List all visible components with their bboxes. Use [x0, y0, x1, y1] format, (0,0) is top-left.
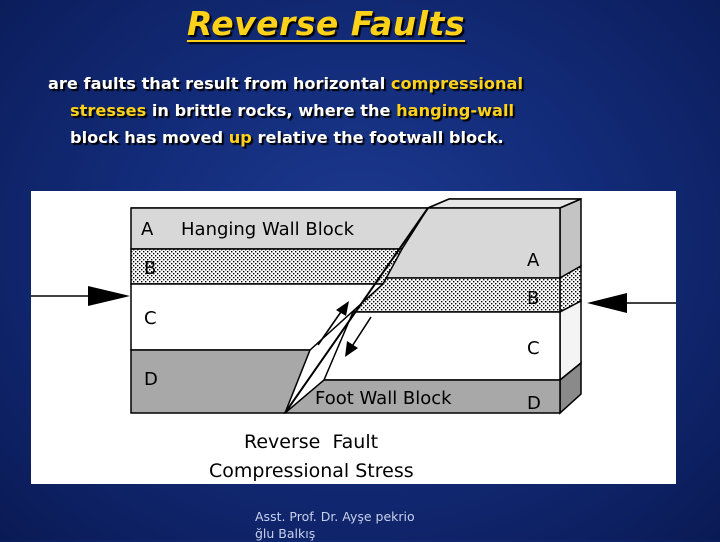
slide-title-wrap: Reverse Faults [0, 4, 720, 43]
slide-title: Reverse Faults [186, 4, 466, 43]
hanging-wall-up-arrow-head [336, 301, 349, 316]
term-compressional: compressional [390, 74, 523, 93]
hanging-wall-label: Hanging Wall Block [181, 219, 355, 240]
definition-text: are faults that result from horizontal c… [48, 70, 688, 151]
footwall-down-arrow-head [345, 341, 358, 357]
fault-block-svg: A Hanging Wall Block B C D A B C D Foot … [31, 197, 676, 482]
term-stresses: stresses [70, 101, 147, 120]
hanging-layer-b [130, 248, 404, 285]
caption-line-2: Compressional Stress [209, 460, 414, 482]
definition-line-1: are faults that result from horizontal c… [48, 70, 688, 97]
left-layer-label-c: C [144, 308, 157, 329]
right-layer-label-a: A [527, 250, 540, 271]
right-layer-label-c: C [527, 338, 540, 359]
left-layer-label-b: B [144, 258, 156, 279]
side-layer-a [559, 197, 582, 280]
author-credit-line-1: Asst. Prof. Dr. Ayşe pekrio [255, 509, 415, 524]
left-compression-arrow-head [88, 286, 130, 306]
caption-line-1: Reverse Fault [244, 431, 378, 453]
definition-line-3: block has moved up relative the footwall… [48, 124, 688, 151]
footwall-layer-c [322, 311, 561, 381]
definition-line-2: stresses in brittle rocks, where the han… [48, 97, 688, 124]
footwall-layer-d [282, 379, 561, 414]
left-layer-label-d: D [144, 369, 158, 390]
author-credit: Asst. Prof. Dr. Ayşe pekrio ğlu Balkış [255, 508, 495, 542]
definition-text-segment: in brittle rocks, where the [146, 101, 397, 120]
definition-text-segment: are faults that result from horizontal [48, 74, 391, 93]
right-compression-arrow-head [587, 293, 627, 313]
fault-plane [284, 207, 429, 414]
definition-text-segment: relative the footwall block. [251, 128, 504, 147]
right-layer-label-d: D [527, 393, 541, 414]
left-layer-label-a: A [141, 219, 154, 240]
term-hanging-wall: hanging-wall [396, 101, 515, 120]
foot-wall-label: Foot Wall Block [315, 388, 452, 409]
right-layer-label-b: B [527, 288, 539, 309]
reverse-fault-diagram: A Hanging Wall Block B C D A B C D Foot … [31, 191, 676, 484]
definition-text-segment: block has moved [70, 128, 229, 147]
top-face-right [427, 198, 582, 209]
author-credit-line-2: ğlu Balkış [255, 526, 316, 541]
term-up: up [228, 128, 252, 147]
